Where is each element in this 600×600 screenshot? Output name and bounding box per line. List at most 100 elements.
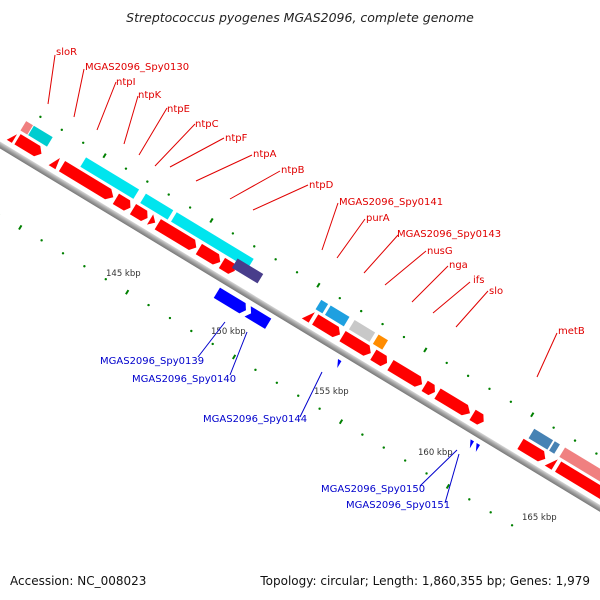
forward-leader-lines [47, 54, 558, 378]
minor-tick [40, 239, 43, 242]
label-slo[interactable]: slo [489, 286, 503, 297]
gene-metB-pre[interactable] [517, 438, 548, 464]
gene-ntpC[interactable] [154, 219, 200, 253]
label-ntpK[interactable]: ntpK [138, 90, 162, 101]
gene-slo[interactable] [469, 409, 486, 427]
forward-labels: sloR MGAS2096_Spy0130 ntpI ntpK ntpE ntp… [56, 47, 585, 337]
feature-cyan-4[interactable] [171, 212, 254, 269]
feature-steel-1[interactable] [528, 428, 554, 450]
label-ntpA[interactable]: ntpA [253, 149, 277, 160]
tick-label-150: 150 kbp [211, 327, 246, 337]
gene-Spy0130[interactable] [58, 161, 117, 202]
label-Spy0139[interactable]: MGAS2096_Spy0139 [100, 356, 204, 367]
label-ntpC[interactable]: ntpC [195, 119, 219, 130]
minor-tick [147, 303, 150, 307]
minor-tick [167, 193, 170, 196]
gene-Spy0144[interactable] [334, 359, 342, 368]
label-ntpE[interactable]: ntpE [167, 104, 190, 115]
minor-tick [190, 329, 193, 333]
minor-tick [488, 387, 491, 391]
label-Spy0130[interactable]: MGAS2096_Spy0130 [85, 62, 189, 73]
minor-tick [295, 271, 299, 274]
gene-ntpK[interactable] [129, 204, 151, 223]
label-Spy0151[interactable]: MGAS2096_Spy0151 [346, 500, 450, 511]
minor-tick [382, 446, 385, 449]
tick-label-160: 160 kbp [418, 448, 453, 458]
gene-sloR[interactable] [14, 134, 44, 159]
minor-tick [318, 407, 321, 410]
gene-Spy0151[interactable] [472, 442, 480, 452]
minor-tick [489, 511, 492, 514]
gene-ntpI[interactable] [112, 193, 134, 213]
gene-Spy0141-small[interactable] [301, 308, 315, 323]
minor-tick [595, 452, 598, 455]
feature-cyan-2[interactable] [80, 157, 140, 199]
minor-tick [468, 498, 471, 501]
minor-tick [104, 278, 107, 281]
minor-tick [403, 459, 407, 462]
label-sloR[interactable]: sloR [56, 47, 77, 58]
minor-tick [146, 180, 149, 183]
major-tick [338, 419, 344, 425]
minor-tick [60, 128, 64, 132]
gene-small-1[interactable] [48, 155, 62, 170]
feature-steel-2[interactable] [549, 441, 560, 454]
label-nga[interactable]: nga [449, 260, 468, 271]
minor-tick [445, 361, 448, 365]
label-ntpB[interactable]: ntpB [281, 165, 305, 176]
tick-label-155: 155 kbp [314, 387, 349, 397]
gene-Spy0139[interactable] [213, 287, 249, 316]
gene-purA[interactable] [339, 330, 373, 358]
minor-tick [81, 141, 85, 144]
gene-metB[interactable] [554, 461, 600, 504]
label-nusG[interactable]: nusG [427, 246, 453, 257]
gene-nusG[interactable] [387, 359, 425, 389]
label-ifs[interactable]: ifs [473, 275, 485, 286]
label-metB[interactable]: metB [558, 326, 585, 337]
gene-sloR-arrow[interactable] [6, 131, 18, 143]
map-title: Streptococcus pyogenes MGAS2096, complet… [126, 10, 474, 25]
gene-Spy0143[interactable] [370, 349, 390, 369]
forward-genes-row1 [6, 131, 600, 504]
feature-cyan-1[interactable] [28, 125, 53, 147]
label-Spy0140[interactable]: MGAS2096_Spy0140 [132, 374, 236, 385]
label-ntpD[interactable]: ntpD [309, 180, 334, 191]
label-Spy0143[interactable]: MGAS2096_Spy0143 [397, 229, 501, 240]
feature-gray[interactable] [348, 320, 376, 342]
minor-tick [211, 342, 214, 346]
label-ntpI[interactable]: ntpI [116, 77, 136, 88]
gene-Spy0140[interactable] [244, 306, 272, 329]
gene-ifs[interactable] [434, 388, 473, 418]
feature-navy[interactable] [231, 258, 264, 284]
feature-orange[interactable] [372, 334, 388, 350]
feature-sky-1[interactable] [315, 299, 329, 314]
major-tick [125, 289, 130, 295]
minor-tick [253, 245, 256, 248]
gene-ntpA[interactable] [218, 257, 238, 276]
scale-ticks [0, 115, 598, 527]
minor-tick [381, 322, 384, 326]
feature-cyan-3[interactable] [140, 193, 174, 220]
label-Spy0141[interactable]: MGAS2096_Spy0141 [339, 197, 443, 208]
label-purA[interactable]: purA [366, 213, 390, 224]
major-tick [231, 354, 237, 360]
gene-ntpE[interactable] [146, 214, 158, 227]
major-tick [102, 153, 107, 159]
minor-tick [274, 258, 277, 261]
gene-Spy0141[interactable] [312, 314, 343, 339]
label-Spy0144[interactable]: MGAS2096_Spy0144 [203, 414, 307, 425]
gene-Spy0150[interactable] [466, 439, 475, 449]
label-Spy0150[interactable]: MGAS2096_Spy0150 [321, 484, 425, 495]
tick-label-165: 165 kbp [522, 513, 557, 523]
feature-pink-2[interactable] [559, 447, 600, 491]
minor-tick [61, 252, 65, 255]
label-ntpF[interactable]: ntpF [225, 133, 248, 144]
gene-metB-small[interactable] [544, 455, 558, 470]
gene-ntpF[interactable] [195, 243, 224, 267]
major-tick [530, 412, 535, 418]
major-tick [423, 347, 428, 353]
gene-nga[interactable] [421, 380, 438, 397]
feature-pink-1[interactable] [20, 121, 34, 135]
feature-sky-2[interactable] [324, 305, 350, 327]
